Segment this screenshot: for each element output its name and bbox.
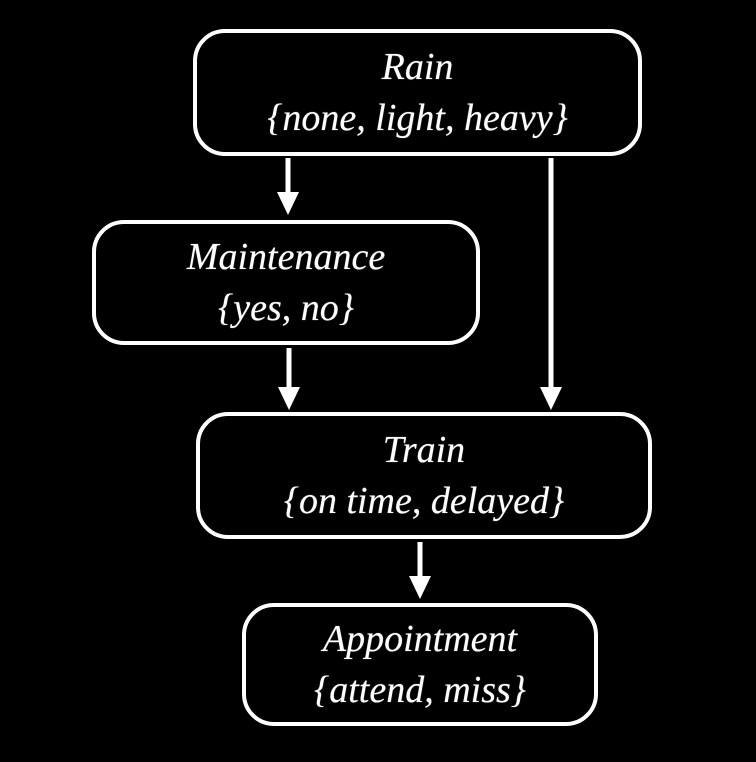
- node-maintenance-states: {yes, no}: [218, 286, 354, 329]
- edge-rain-to-train-arrow: [540, 158, 562, 410]
- node-maintenance: Maintenance {yes, no}: [92, 220, 480, 345]
- node-rain: Rain {none, light, heavy}: [193, 29, 642, 156]
- edge-rain-to-maintenance-arrow: [277, 158, 299, 215]
- node-maintenance-label: Maintenance: [186, 236, 386, 279]
- node-train-label: Train: [382, 429, 466, 472]
- node-appointment-label: Appointment: [322, 618, 518, 661]
- node-appointment-states: {attend, miss}: [314, 668, 526, 711]
- edge-maintenance-to-train-arrow: [278, 348, 300, 410]
- edge-train-to-appointment-arrow: [409, 542, 431, 599]
- node-train-states: {on time, delayed}: [283, 479, 565, 522]
- node-rain-label: Rain: [381, 46, 454, 89]
- node-train: Train {on time, delayed}: [196, 412, 652, 539]
- node-appointment: Appointment {attend, miss}: [242, 603, 598, 726]
- node-rain-states: {none, light, heavy}: [267, 96, 568, 139]
